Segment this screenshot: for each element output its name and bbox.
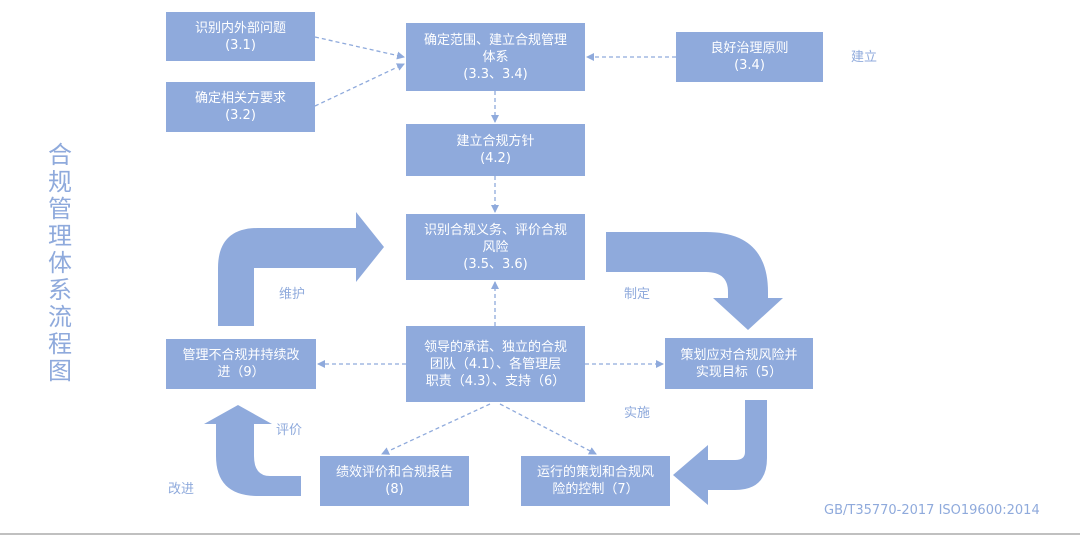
node-3-4-line2: (3.4) — [734, 58, 765, 73]
big-arrow-maintain — [218, 212, 384, 326]
arrow-3-1-to-3-3 — [314, 36, 405, 60]
node-4-2-line1: 建立合规方针 — [456, 134, 535, 149]
node-3-1: 识别内外部问题 (3.1) — [166, 12, 315, 61]
node-3-5-line1: 识别合规义务、评价合规 — [423, 222, 567, 238]
node-9-line2: 进（9） — [217, 365, 265, 380]
node-5: 策划应对合规风险并 实现目标（5） — [665, 338, 813, 389]
node-4-1: 领导的承诺、独立的合规 团队（4.1）、各管理层 职责（4.3）、支持（6） — [406, 326, 585, 402]
node-3-2-line2: (3.2) — [225, 108, 256, 123]
node-4-1-line2: 团队（4.1）、各管理层 — [429, 356, 562, 372]
node-7-line1: 运行的策划和合规风 — [536, 465, 654, 480]
label-evaluate: 评价 — [276, 423, 303, 438]
label-improve: 改进 — [168, 482, 195, 497]
node-4-1-line1: 领导的承诺、独立的合规 — [423, 339, 567, 355]
node-4-2: 建立合规方针 (4.2) — [406, 124, 585, 176]
node-8: 绩效评价和合规报告 (8) — [320, 456, 469, 506]
node-8-line1: 绩效评价和合规报告 — [335, 465, 453, 480]
node-8-line2: (8) — [385, 482, 404, 497]
label-formulate: 制定 — [624, 287, 651, 302]
node-3-3: 确定范围、建立合规管理 体系 (3.3、3.4) — [406, 23, 585, 91]
bottom-divider — [0, 533, 1080, 535]
node-3-3-line1: 确定范围、建立合规管理 — [423, 32, 567, 48]
node-9: 管理不合规并持续改 进（9） — [166, 339, 316, 389]
arrow-4-1-to-7 — [499, 403, 597, 455]
node-3-1-line2: (3.1) — [225, 37, 256, 53]
node-5-line1: 策划应对合规风险并 — [680, 347, 798, 363]
label-maintain: 维护 — [279, 287, 306, 302]
vertical-title: 合规管理体系流程图 — [48, 141, 72, 385]
node-9-line1: 管理不合规并持续改 — [182, 348, 300, 363]
node-3-4: 良好治理原则 (3.4) — [676, 32, 823, 82]
arrow-4-1-to-8 — [381, 403, 491, 455]
big-arrow-formulate — [606, 232, 783, 330]
node-3-3-line3: (3.3、3.4) — [463, 66, 528, 82]
node-5-line2: 实现目标（5） — [695, 364, 783, 380]
node-3-4-line1: 良好治理原则 — [710, 41, 789, 56]
node-3-5-line3: (3.5、3.6) — [463, 256, 528, 272]
label-establish: 建立 — [851, 50, 878, 65]
node-4-1-line3: 职责（4.3）、支持（6） — [425, 373, 566, 389]
node-4-2-line2: (4.2) — [480, 151, 511, 166]
node-3-3-line2: 体系 — [482, 49, 509, 65]
node-3-2: 确定相关方要求 (3.2) — [166, 82, 315, 132]
node-7: 运行的策划和合规风 险的控制（7） — [521, 456, 670, 506]
node-3-2-line1: 确定相关方要求 — [194, 91, 286, 106]
node-3-1-line1: 识别内外部问题 — [194, 20, 286, 36]
label-implement: 实施 — [624, 406, 651, 421]
big-arrow-improve — [204, 405, 301, 496]
arrow-3-2-to-3-3 — [314, 63, 405, 107]
node-3-5-line2: 风险 — [482, 239, 509, 255]
big-arrow-implement — [673, 400, 767, 505]
node-3-5: 识别合规义务、评价合规 风险 (3.5、3.6) — [406, 214, 585, 280]
node-7-line2: 险的控制（7） — [552, 482, 639, 497]
standard-reference: GB/T35770-2017 ISO19600:2014 — [824, 503, 1040, 518]
